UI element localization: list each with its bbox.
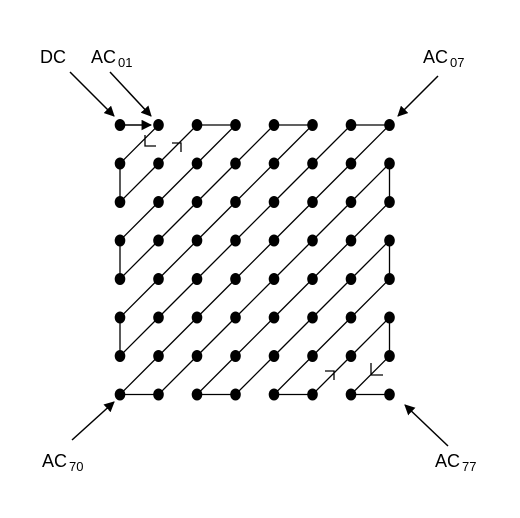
coefficient-dot-41	[153, 273, 164, 285]
coefficient-dot-00	[114, 119, 126, 131]
coefficient-dot-73	[230, 388, 241, 401]
coefficient-dot-10	[114, 157, 126, 170]
ac70-arrow	[71, 401, 115, 441]
coefficient-dot-27	[384, 196, 395, 208]
coefficient-dot-64	[268, 350, 280, 362]
ac07-arrow	[397, 75, 439, 117]
coefficient-dot-06	[345, 119, 357, 131]
coefficient-dot-47	[384, 273, 395, 285]
coefficient-dot-42	[191, 273, 203, 285]
coefficient-dot-34	[268, 234, 280, 247]
coefficient-dot-35	[307, 234, 318, 247]
coefficient-dot-50	[114, 311, 126, 324]
coefficient-dot-74	[268, 388, 280, 401]
coefficient-dot-30	[114, 234, 126, 247]
coefficient-dot-54	[268, 311, 280, 324]
coefficient-dot-32	[191, 234, 203, 247]
coefficient-dot-07	[384, 119, 395, 131]
coefficient-dot-62	[191, 350, 203, 362]
coefficient-dot-33	[230, 234, 241, 247]
coefficient-dot-05	[307, 119, 318, 131]
coefficient-dot-70	[114, 388, 126, 401]
coefficient-dot-44	[268, 273, 280, 285]
coefficient-dot-57	[384, 311, 395, 324]
coefficient-grid	[114, 119, 395, 401]
direction-mark-top-left-down	[144, 135, 156, 147]
coefficient-dot-65	[307, 350, 318, 362]
coefficient-dot-26	[345, 196, 357, 208]
direction-mark-bottom-right-up	[325, 370, 335, 380]
direction-mark-top-left-up	[172, 142, 182, 152]
ac77-label-sub: 77	[462, 459, 476, 474]
direction-mark-bottom-right-down	[370, 363, 383, 376]
coefficient-dot-21	[153, 196, 164, 208]
coefficient-dot-13	[230, 157, 241, 170]
coefficient-dot-36	[345, 234, 357, 247]
ac77-arrow	[404, 404, 449, 447]
coefficient-dot-16	[345, 157, 357, 170]
ac70-label-base: AC	[42, 451, 67, 471]
coefficient-dot-53	[230, 311, 241, 324]
coefficient-dot-31	[153, 234, 164, 247]
ac07-label-base: AC	[423, 47, 448, 67]
dc-label: DC	[40, 47, 66, 67]
coefficient-dot-25	[307, 196, 318, 208]
coefficient-dot-66	[345, 350, 357, 362]
corner-arrows	[69, 71, 449, 447]
coefficient-dot-37	[384, 234, 395, 247]
coefficient-dot-77	[384, 388, 395, 401]
coefficient-dot-40	[114, 273, 126, 285]
coefficient-dot-52	[191, 311, 203, 324]
ac01-label-base: AC	[91, 47, 116, 67]
coefficient-dot-55	[307, 311, 318, 324]
ac77-label-base: AC	[435, 451, 460, 471]
coefficient-dot-72	[191, 388, 203, 401]
coefficient-dot-24	[268, 196, 280, 208]
coefficient-dot-17	[384, 157, 395, 170]
direction-marks	[144, 135, 383, 380]
coefficient-dot-61	[153, 350, 164, 362]
coefficient-dot-45	[307, 273, 318, 285]
dc-arrow	[69, 71, 115, 117]
coefficient-dot-12	[191, 157, 203, 170]
coefficient-dot-14	[268, 157, 280, 170]
coefficient-dot-71	[153, 388, 164, 401]
coefficient-dot-43	[230, 273, 241, 285]
coefficient-dot-60	[114, 350, 126, 362]
coefficient-dot-23	[230, 196, 241, 208]
coefficient-dot-03	[230, 119, 241, 131]
coefficient-dot-67	[384, 350, 395, 362]
ac70-label-sub: 70	[69, 459, 83, 474]
coefficient-dot-15	[307, 157, 318, 170]
coefficient-dot-63	[230, 350, 241, 362]
coefficient-dot-01	[153, 119, 164, 131]
coefficient-dot-20	[114, 196, 126, 208]
coefficient-dot-46	[345, 273, 357, 285]
coefficient-dot-02	[191, 119, 203, 131]
coefficient-dot-11	[153, 157, 164, 170]
coefficient-dot-04	[268, 119, 280, 131]
coefficient-dot-76	[345, 388, 357, 401]
ac07-label-sub: 07	[450, 55, 464, 70]
coefficient-dot-75	[307, 388, 318, 401]
ac01-label-sub: 01	[118, 55, 132, 70]
coefficient-dot-56	[345, 311, 357, 324]
coefficient-dot-51	[153, 311, 164, 324]
coefficient-dot-22	[191, 196, 203, 208]
ac01-arrow	[109, 71, 152, 117]
